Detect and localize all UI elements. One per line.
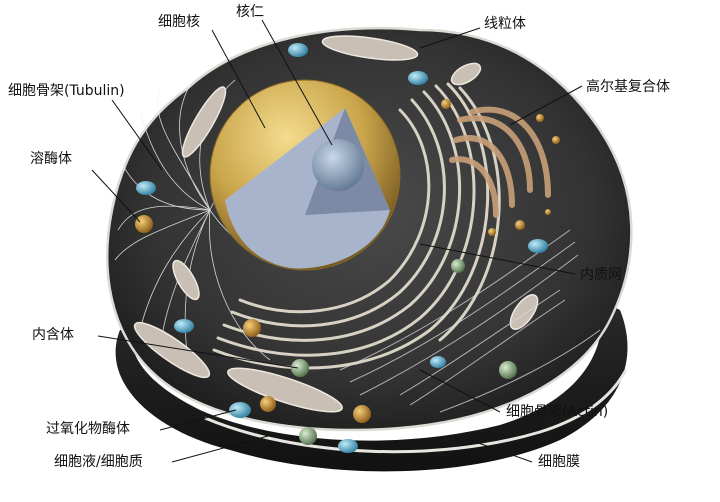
label-cytoskeleton-tubulin: 细胞骨架(Tubulin): [8, 83, 125, 99]
label-cytoskeleton-actin: 细胞骨架(Actin): [506, 404, 609, 420]
golgi-apparatus: [449, 106, 551, 218]
label-golgi: 高尔基复合体: [586, 79, 670, 95]
cell-base: [115, 300, 628, 472]
label-cytosol: 细胞液/细胞质: [54, 454, 143, 470]
lysosomes: [135, 99, 451, 423]
label-lysosome: 溶酶体: [30, 151, 72, 167]
label-membrane: 细胞膜: [538, 454, 580, 470]
label-nucleolus: 核仁: [236, 4, 264, 20]
nucleolus: [312, 139, 364, 191]
label-peroxisome: 过氧化物酶体: [46, 421, 130, 437]
label-mitochondrion: 线粒体: [484, 16, 526, 32]
cell-membrane-edge: [204, 369, 628, 454]
mitochondria: [133, 35, 539, 413]
golgi-vesicles: [488, 114, 560, 236]
label-nucleus: 细胞核: [158, 14, 200, 30]
blue-vesicles: [136, 43, 548, 453]
inclusions: [291, 259, 517, 445]
label-er: 内质网: [580, 267, 622, 283]
leader-lines: [91, 19, 583, 463]
actin-fibers: [339, 229, 601, 413]
label-inclusion: 内含体: [32, 327, 74, 343]
